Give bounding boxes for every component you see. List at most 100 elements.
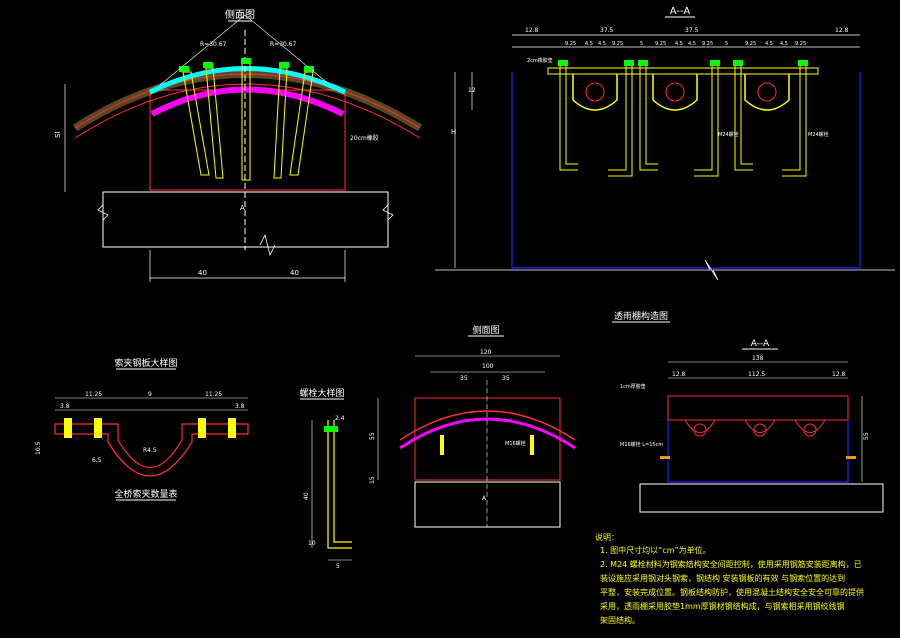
clamp-dim-3: 11.25 — [205, 391, 222, 398]
clamp-dim-4: 3.8 — [60, 403, 70, 410]
dim-sub-9: 5 — [725, 41, 728, 47]
clamp-dim-2: 9 — [148, 391, 152, 398]
b-bolts — [440, 435, 534, 455]
bottom-wrap-view: 透雨棚构造图 A--A 138 12.8 112.5 12.8 55 M16螺栓… — [612, 310, 884, 513]
dim-sub-3: 9.25 — [612, 41, 623, 47]
l-bolts — [559, 66, 807, 177]
bolt-nuts — [179, 58, 314, 72]
r-top-block — [667, 395, 849, 421]
b-label-m16: M16螺栓 — [505, 440, 526, 447]
dim-sub-8: 9.25 — [702, 41, 713, 47]
b-label-a: A — [482, 495, 487, 502]
dim-sub-4: 5 — [640, 41, 643, 47]
bolt-dim-1: 2.4 — [335, 415, 345, 422]
notes-line-1: 1. 图中尺寸均以“cm”为单位。 — [600, 545, 711, 555]
radius-dim-right: R=30.67 — [270, 41, 297, 48]
u-clamps — [572, 74, 790, 111]
dim-sub-1: 4.5 — [585, 41, 593, 47]
width-dim-left: 40 — [198, 269, 207, 277]
b-dim-2: 100 — [482, 363, 494, 370]
bottom-side-view: 侧面图 120 100 35 35 55 15 M16螺栓 A — [369, 324, 576, 528]
notes-line-2: 2. M24 螺栓材料为钢索结构安全间距控制，使用采用钢筋安装距离构，已 — [600, 559, 862, 569]
bolt-dim-4: 10 — [308, 540, 316, 547]
rubber-pad-cyan — [148, 66, 347, 95]
dim-sub-7: 4.5 — [688, 41, 696, 47]
r-blue-outline — [667, 420, 849, 483]
dim-sub-13: 9.25 — [795, 41, 806, 47]
clamp-dim-5: 3.8 — [235, 403, 245, 410]
title-section-top: A--A — [670, 6, 691, 17]
title-clamp-table: 全桥索夹数量表 — [114, 488, 177, 500]
bolt-nut — [324, 426, 338, 432]
top-right-section: A--A 12.8 37.5 37.5 12.8 9.25 4.5 4.5 9.… — [435, 6, 895, 281]
dim-sub-12: 4.5 — [780, 41, 788, 47]
r-bolt-left — [660, 456, 670, 459]
r-dim-4: 12.8 — [832, 371, 846, 378]
clamp-detail: 索夹钢板大样图 11.25 9 11.25 3.8 3.8 6.5 10.5 R… — [35, 357, 249, 501]
radius-dim-left: R=30.67 — [200, 41, 227, 48]
label-section-a: A — [240, 204, 245, 212]
top-left-side-view: 侧面图 R=30.67 R=30. — [54, 8, 423, 282]
b-dim-6: 15 — [369, 476, 376, 484]
clamp-dim-8: R4.5 — [143, 447, 157, 454]
r-dim-3: 112.5 — [748, 371, 765, 378]
dim-12: 12 — [468, 87, 476, 94]
r-cables — [684, 419, 826, 437]
r-ground — [639, 483, 884, 513]
dim-sub-2: 4.5 — [598, 41, 606, 47]
r-dim-1: 138 — [752, 355, 764, 362]
width-dim-right: 40 — [290, 269, 299, 277]
notes-line-5: 采用，透雨棚采用胶垫1mm厚钢材钢结构成，与钢索相采用钢绞线钢 — [600, 601, 845, 611]
clamp-dim-1: 11.25 — [85, 391, 102, 398]
title-clamp-detail: 索夹钢板大样图 — [114, 357, 177, 369]
b-arch-magenta — [399, 417, 576, 450]
label-rubber-pad: 2cm橡胶垫 — [527, 57, 553, 64]
r-bolt-right — [846, 456, 856, 459]
clamp-dim-7: 10.5 — [35, 441, 42, 455]
b-ground — [414, 481, 561, 528]
section-outline — [511, 72, 861, 269]
dim-top-2: 37.5 — [600, 27, 614, 34]
dim-sub-6: 4.5 — [675, 41, 683, 47]
dim-h: H — [451, 128, 456, 136]
title-bolt-detail: 螺栓大样图 — [299, 387, 344, 399]
cables-circles — [585, 82, 777, 102]
dim-top-4: 12.8 — [835, 27, 849, 34]
r-label-pad: 1cm厚胶垫 — [620, 383, 646, 390]
clamp-bolts — [64, 418, 236, 438]
dim-sub-0: 9.25 — [565, 41, 576, 47]
r-label-m16: M16螺栓 L=15cm — [620, 441, 663, 448]
bolt-dim-3: 5 — [336, 563, 340, 570]
bolt-heads — [558, 60, 808, 66]
b-dim-4: 35 — [502, 375, 510, 382]
b-dim-5: 55 — [369, 432, 376, 440]
bolt-dim-2: 40 — [303, 492, 310, 500]
label-m24-2: M24螺栓 — [808, 131, 829, 138]
notes-heading: 说明： — [595, 532, 619, 542]
pad-magenta — [150, 86, 345, 117]
b-dim-1: 120 — [480, 349, 492, 356]
label-m24-1: M24螺栓 — [718, 131, 739, 138]
notes-line-6: 架固结构。 — [600, 615, 640, 625]
dim-sub-5: 9.25 — [655, 41, 666, 47]
title-section-bottom: A--A — [751, 339, 770, 349]
top-plate — [547, 67, 819, 75]
r-dim-5: 55 — [863, 432, 870, 440]
notes: 说明： 1. 图中尺寸均以“cm”为单位。 2. M24 螺栓材料为钢索结构安全… — [595, 532, 864, 625]
height-dim: SI — [54, 131, 62, 138]
b-dim-3: 35 — [460, 375, 468, 382]
dim-sub-10: 9.25 — [745, 41, 756, 47]
dim-top-1: 12.8 — [525, 27, 539, 34]
clamp-plate-shape — [54, 423, 249, 477]
title-wrap-view: 透雨棚构造图 — [614, 310, 668, 322]
bolt-detail: 螺栓大样图 2.4 40 5 10 — [299, 387, 352, 570]
dim-top-3: 37.5 — [685, 27, 699, 34]
title-side-view-bottom: 侧面图 — [472, 324, 499, 336]
clamp-dim-6: 6.5 — [92, 457, 102, 464]
notes-line-4: 平整，安装完成位置。钢板结构防护，使用混凝土结构安全安全可靠的提供 — [600, 587, 864, 597]
l-bolt-shape — [327, 420, 352, 549]
notes-line-3: 装设施应采用钢对头钢索，钢结构 安装钢板的有效 与钢索位置的达到 — [600, 573, 845, 583]
title-side-view-top: 侧面图 — [225, 8, 255, 21]
r-dim-2: 12.8 — [672, 371, 686, 378]
